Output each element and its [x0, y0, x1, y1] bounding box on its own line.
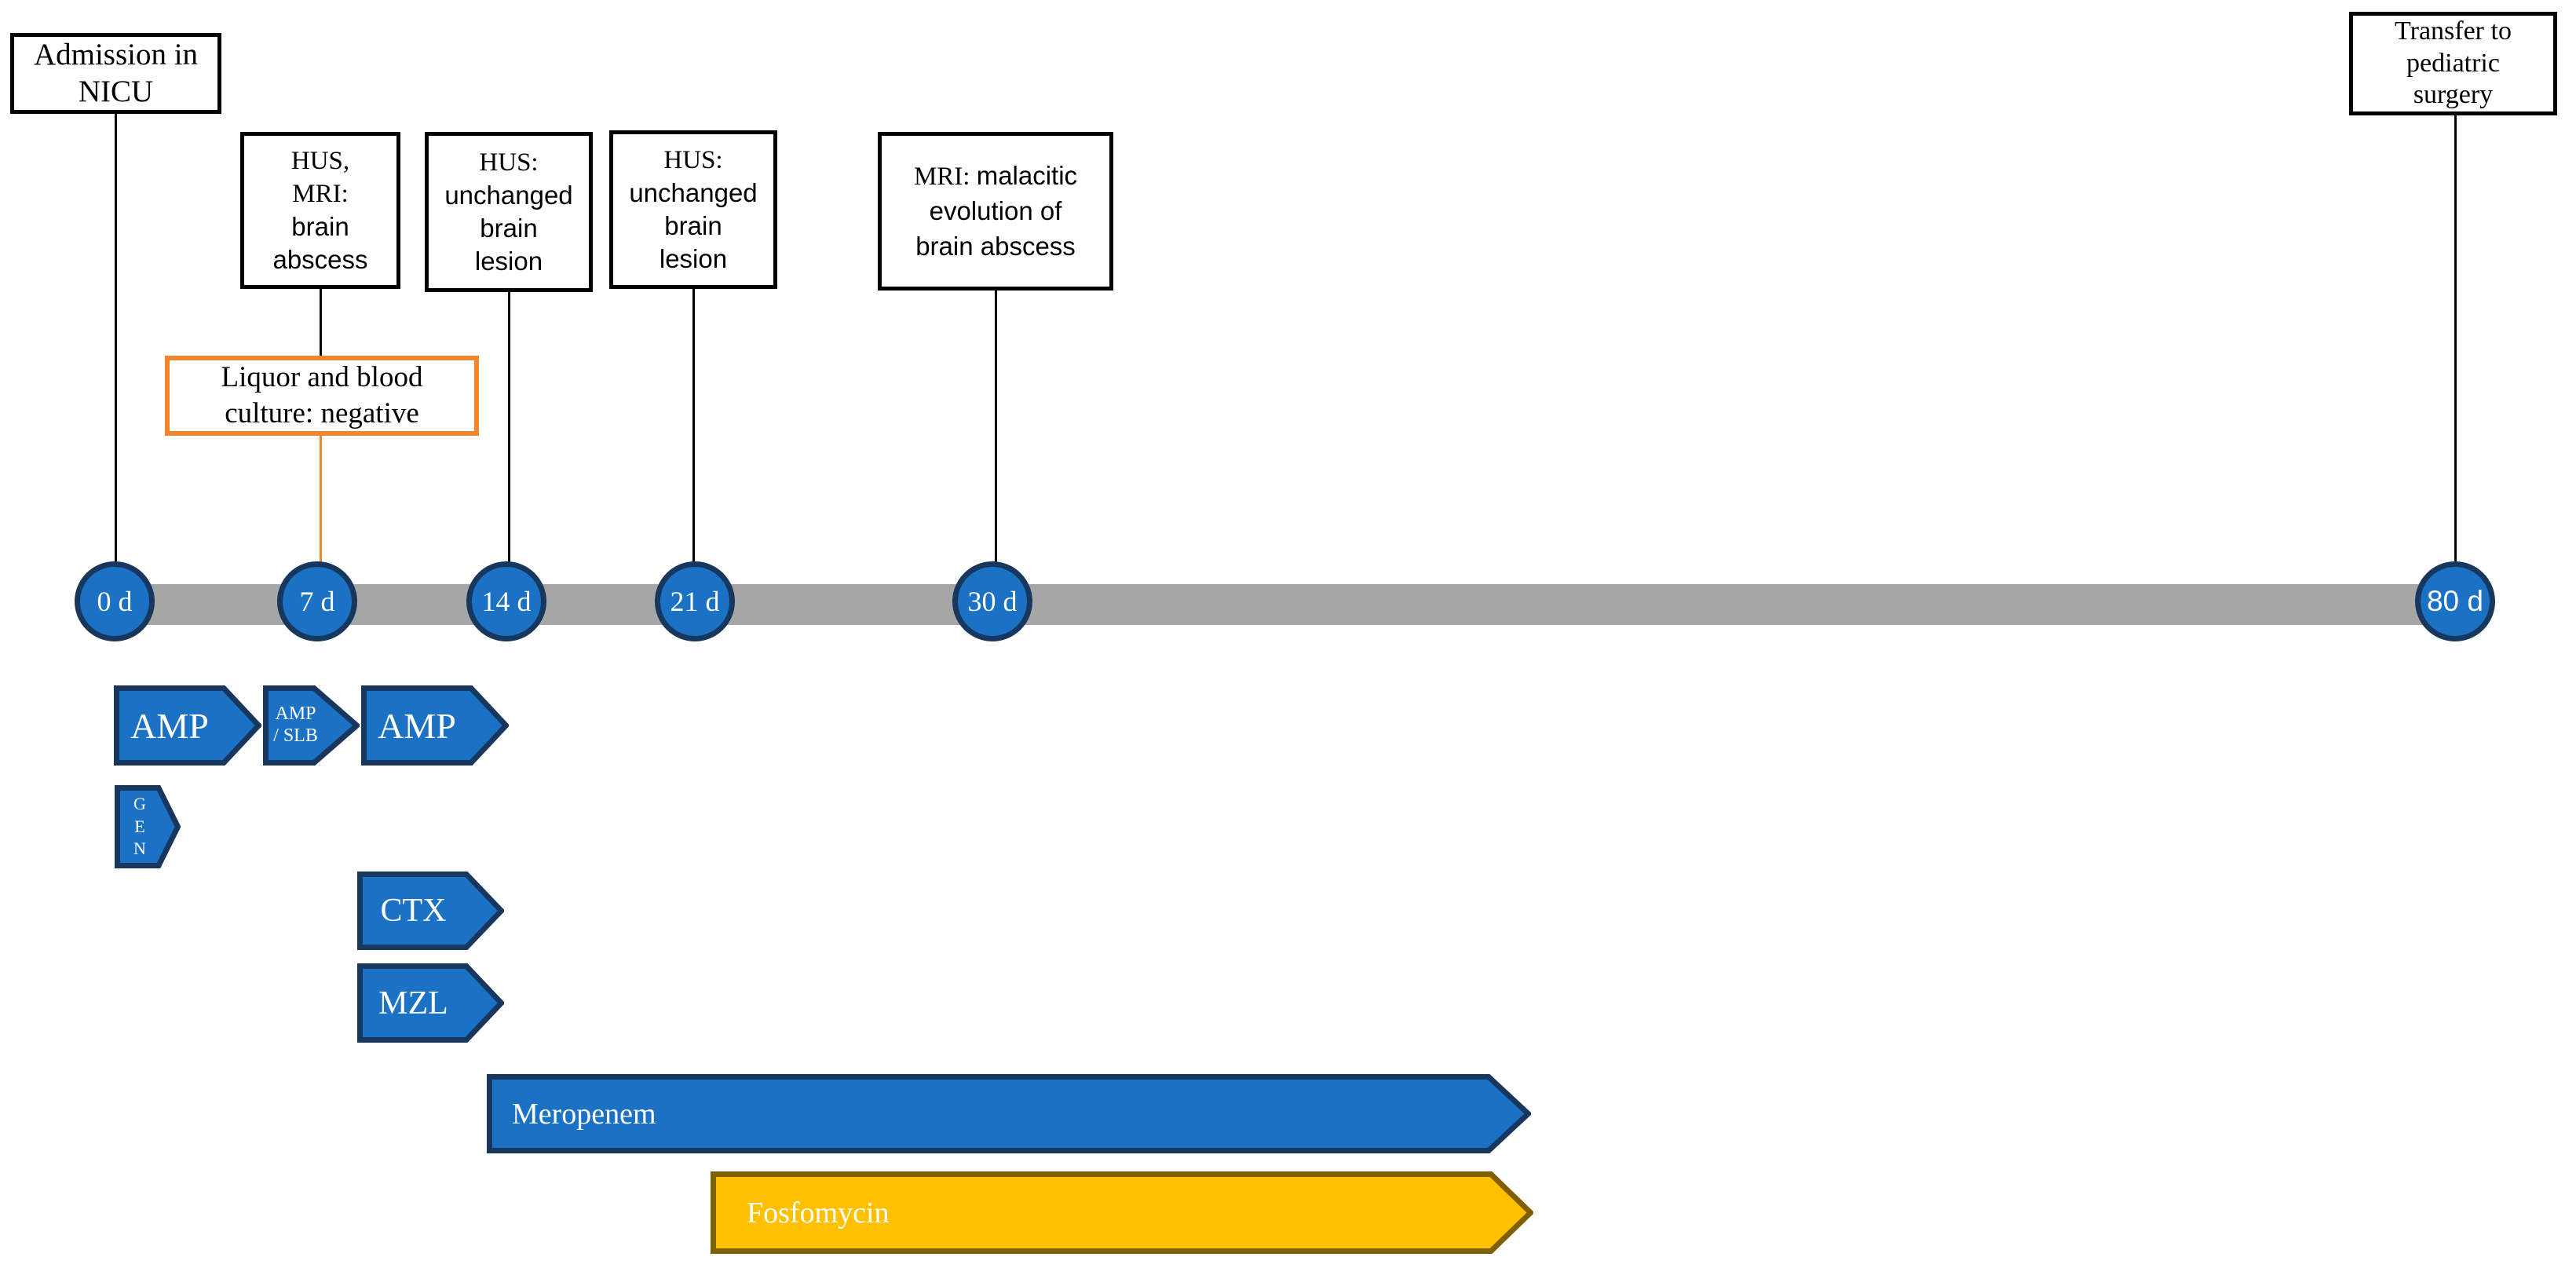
event-box-transfer: Transfer to pediatric surgery [2349, 12, 2557, 115]
event-text: MRI: malacitic [914, 159, 1077, 195]
arrow-shape [114, 685, 261, 766]
medication-label: CTX [380, 893, 447, 929]
day-label: 21 d [670, 586, 720, 617]
medication-label-line: AMP [275, 703, 316, 725]
medication-label-line: / SLB [273, 725, 318, 746]
timeline-node-14d: 14 d [466, 561, 546, 641]
event-text: lesion [474, 247, 543, 276]
event-text: abscess [272, 245, 368, 275]
medication-bar-mezlocillin: MZL [357, 963, 504, 1043]
connector-line-hus-unchanged-2 [692, 289, 695, 562]
medication-label: AMP [378, 705, 456, 746]
connector-line-hus-unchanged-1 [508, 292, 510, 562]
event-text: Admission in [33, 37, 199, 71]
connector-line-hus-mri [320, 289, 322, 356]
event-text: HUS: [479, 148, 539, 177]
medication-label-line: N [133, 839, 146, 859]
event-text: brain [480, 214, 538, 243]
arrow-shape [263, 685, 360, 766]
event-box-hus-unchanged-2: HUS: unchanged brain lesion [609, 130, 777, 289]
event-text: unchanged [629, 177, 758, 207]
connector-line-transfer [2454, 115, 2457, 562]
event-text: MRI: [292, 179, 349, 208]
medication-label: Fosfomycin [747, 1196, 890, 1230]
timeline-node-7d: 7 d [277, 561, 357, 641]
arrow-shape [357, 963, 504, 1043]
day-label: 7 d [299, 586, 335, 617]
day-label: 14 d [481, 586, 532, 617]
timeline-node-0d: 0 d [75, 561, 155, 641]
medication-bar-ampicillin-2: AMP [361, 685, 509, 766]
medication-label: Meropenem [512, 1097, 656, 1131]
event-text-rest: malacitic [976, 160, 1078, 190]
medication-label-line: G [133, 794, 146, 814]
medication-label-line: E [134, 816, 145, 836]
medication-label: AMP [130, 705, 209, 746]
event-text: brain [664, 211, 722, 240]
connector-line-culture [320, 436, 322, 562]
medication-label: AMP / SLB [263, 685, 360, 766]
day-label: 0 d [97, 586, 133, 617]
event-box-mri-malacitic: MRI: malacitic evolution of brain absces… [878, 132, 1113, 291]
timeline-bar [115, 584, 2455, 625]
event-text: HUS, [290, 146, 350, 175]
event-text: lesion [659, 244, 728, 274]
event-text: NICU [78, 74, 154, 108]
connector-line-admission [115, 114, 117, 562]
day-label: 30 d [967, 586, 1018, 617]
event-text: Liquor and blood [221, 360, 423, 393]
medication-bar-cefotaxime: CTX [357, 872, 504, 950]
event-text: brain [291, 212, 349, 241]
timeline-node-21d: 21 d [655, 561, 735, 641]
event-text-prefix: MRI: [913, 162, 970, 191]
timeline-node-30d: 30 d [952, 561, 1032, 641]
medication-bar-ampicillin-sulbactam: AMP / SLB [263, 685, 360, 766]
event-text: surgery [2413, 80, 2494, 110]
connector-line-mri-malacitic [995, 291, 997, 562]
event-text: pediatric [2406, 48, 2500, 78]
arrow-shape [711, 1171, 1533, 1254]
event-text: unchanged [444, 180, 573, 210]
event-text: Transfer to [2395, 16, 2512, 46]
medication-bar-fosfomycin: Fosfomycin [711, 1171, 1533, 1254]
arrow-shape [357, 872, 504, 950]
event-text: culture: negative [225, 397, 419, 429]
event-text: brain abscess [915, 231, 1076, 261]
medication-bar-ampicillin-1: AMP [114, 685, 261, 766]
event-box-hus-unchanged-1: HUS: unchanged brain lesion [425, 132, 593, 292]
day-label: 80 d [2426, 585, 2483, 617]
arrow-shape [115, 785, 181, 868]
event-box-hus-mri-brain-abscess: HUS, MRI: brain abscess [240, 132, 400, 289]
event-box-admission: Admission in NICU [10, 33, 221, 114]
arrow-shape [361, 685, 509, 766]
medication-bar-meropenem: Meropenem [487, 1074, 1531, 1153]
event-text: HUS: [663, 145, 723, 174]
event-text: evolution of [929, 196, 1062, 226]
medication-label: MZL [378, 985, 448, 1021]
timeline-node-80d: 80 d [2415, 561, 2495, 641]
event-box-culture-negative: Liquor and blood culture: negative [165, 356, 479, 436]
medication-label: G E N [115, 785, 181, 868]
medication-bar-gentamicin: G E N [115, 785, 181, 868]
arrow-shape [487, 1074, 1531, 1153]
